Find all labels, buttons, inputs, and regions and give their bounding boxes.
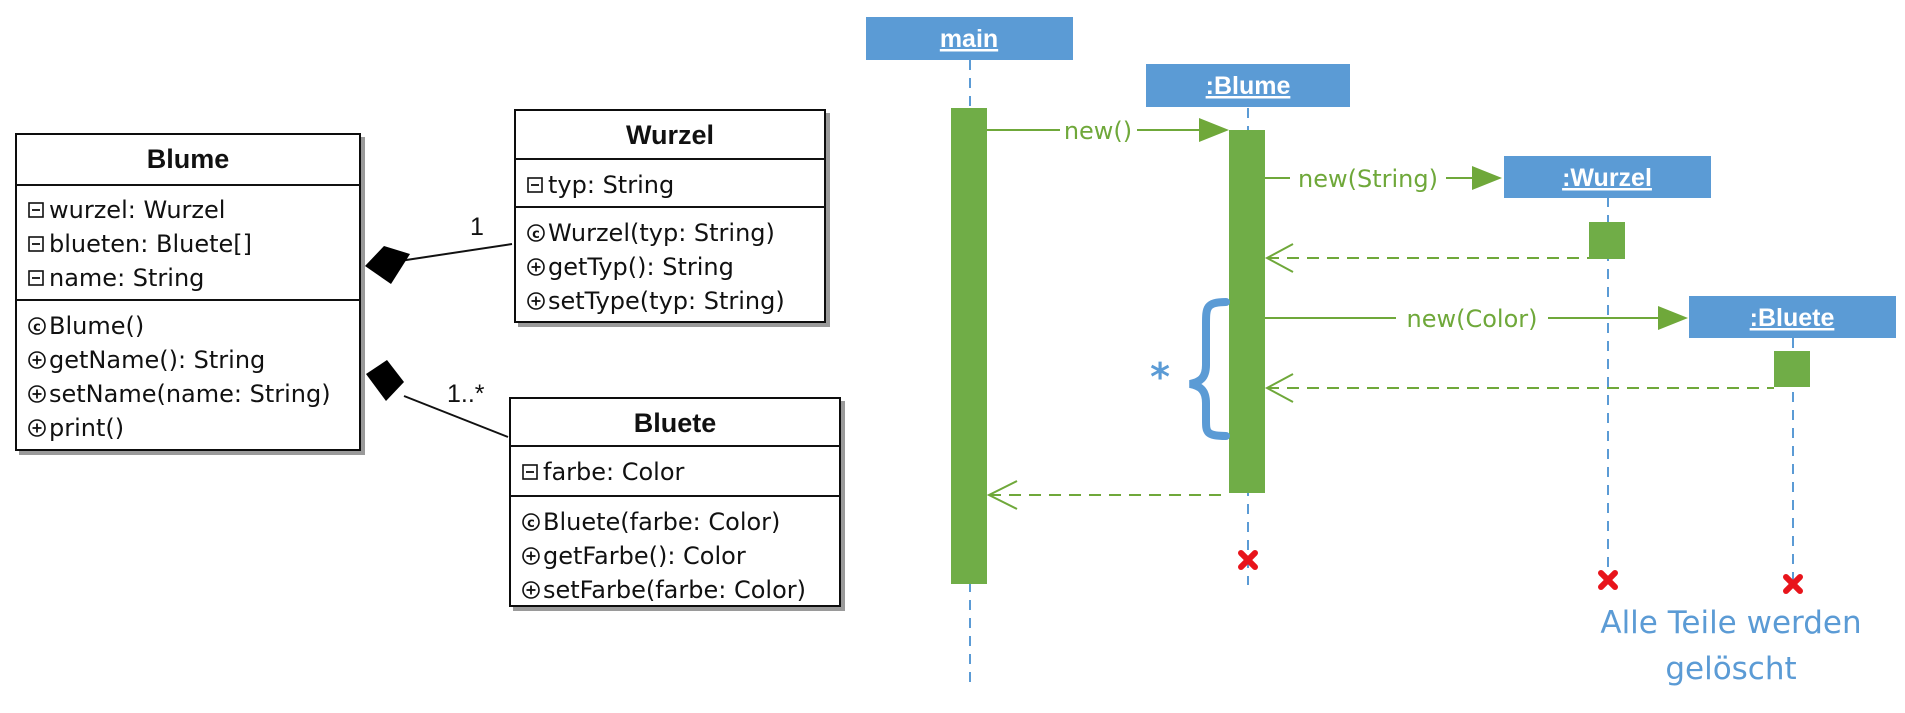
- attribute-row: blueten: Bluete[]: [49, 230, 252, 258]
- methods-wurzel: c Wurzel(typ: String) getTyp(): String setT…: [527, 219, 785, 315]
- svg-text:c: c: [527, 516, 535, 531]
- method-row: setType(typ: String): [548, 287, 785, 315]
- constructor-icon: c: [527, 224, 545, 242]
- attributes-blume: wurzel: Wurzel blueten: Bluete[] name: Str…: [28, 196, 252, 292]
- class-title-wurzel: Wurzel: [626, 120, 714, 150]
- method-row: getFarbe(): Color: [543, 542, 746, 570]
- methods-blume: c Blume() getName(): String setName(name: S…: [28, 312, 331, 442]
- message-label-new-wurzel: new(String): [1298, 165, 1438, 193]
- class-wurzel: Wurzel typ: String c Wurzel(typ: String) g…: [514, 109, 826, 323]
- destroy-note-line-1: Alle Teile werden: [1600, 605, 1861, 641]
- public-method-icon: [28, 351, 46, 369]
- return-main: [986, 480, 1229, 510]
- class-title-bluete: Bluete: [634, 408, 717, 438]
- destroy-wurzel-icon: [1598, 570, 1618, 590]
- lifeline-head-wurzel: :Wurzel: [1504, 156, 1711, 198]
- message-label-new-blume: new(): [1064, 117, 1132, 145]
- lifeline-label-blume: :Blume: [1206, 72, 1291, 100]
- private-field-icon: [28, 270, 44, 286]
- lifeline-label-main: main: [940, 25, 998, 53]
- composition-line-wurzel: [392, 243, 513, 263]
- public-method-icon: [28, 385, 46, 403]
- activation-blume: [1229, 130, 1265, 493]
- public-method-icon: [527, 292, 545, 310]
- private-field-icon: [522, 464, 538, 480]
- method-row: getName(): String: [49, 346, 265, 374]
- return-wurzel: [1264, 243, 1589, 273]
- method-row: setName(name: String): [49, 380, 331, 408]
- composition-diamond-bluete: [366, 360, 404, 401]
- method-row: getTyp(): String: [548, 253, 734, 281]
- activation-wurzel: [1589, 222, 1625, 259]
- attribute-row: wurzel: Wurzel: [49, 196, 225, 224]
- public-method-icon: [522, 547, 540, 565]
- public-method-icon: [527, 258, 545, 276]
- constructor-icon: c: [28, 317, 46, 335]
- arrowhead-new-wurzel: [1472, 166, 1502, 190]
- method-row: Blume(): [49, 312, 144, 340]
- svg-text:c: c: [33, 320, 41, 335]
- method-row: Bluete(farbe: Color): [543, 508, 780, 536]
- private-field-icon: [28, 202, 44, 218]
- composition-diamond-wurzel: [365, 246, 410, 284]
- attributes-bluete: farbe: Color: [522, 458, 685, 486]
- lifeline-head-blume: :Blume: [1146, 64, 1350, 107]
- return-arrowhead-main: [986, 480, 1018, 510]
- class-blume: Blume wurzel: Wurzel blueten: Bluete[] nam…: [15, 133, 361, 451]
- loop-brace-icon: [1189, 298, 1230, 440]
- multiplicity-wurzel: 1: [470, 213, 484, 241]
- attribute-row: name: String: [49, 264, 204, 292]
- attribute-row: farbe: Color: [543, 458, 685, 486]
- private-field-icon: [527, 177, 543, 193]
- loop-marker: *: [1150, 355, 1170, 399]
- lifeline-label-wurzel: :Wurzel: [1562, 164, 1652, 192]
- destroy-bluete-icon: [1783, 574, 1803, 594]
- activation-main: [951, 108, 987, 584]
- attributes-wurzel: typ: String: [527, 171, 674, 199]
- destroy-note-line-2: gelöscht: [1665, 651, 1796, 687]
- lifeline-head-main: main: [866, 17, 1073, 60]
- class-title-blume: Blume: [147, 144, 230, 174]
- method-row: Wurzel(typ: String): [548, 219, 775, 247]
- lifeline-label-bluete: :Bluete: [1750, 304, 1835, 332]
- message-label-new-bluete: new(Color): [1407, 305, 1538, 333]
- public-method-icon: [522, 581, 540, 599]
- method-row: setFarbe(farbe: Color): [543, 576, 806, 604]
- message-new-bluete: new(Color): [1265, 305, 1688, 333]
- return-arrowhead-wurzel: [1264, 243, 1294, 273]
- methods-bluete: c Bluete(farbe: Color) getFarbe(): Color se…: [522, 508, 806, 604]
- destroy-blume-icon: [1238, 550, 1258, 570]
- public-method-icon: [28, 419, 46, 437]
- composition-line-bluete: [403, 395, 509, 438]
- attribute-row: typ: String: [548, 171, 674, 199]
- multiplicity-bluete: 1..*: [447, 380, 485, 408]
- return-arrowhead-bluete: [1264, 373, 1294, 403]
- message-new-wurzel: new(String): [1265, 165, 1502, 193]
- message-new-blume: new(): [987, 117, 1229, 145]
- lifeline-head-bluete: :Bluete: [1689, 296, 1896, 338]
- activation-bluete: [1774, 351, 1810, 387]
- svg-text:c: c: [532, 227, 540, 242]
- private-field-icon: [28, 236, 44, 252]
- method-row: print(): [49, 414, 124, 442]
- constructor-icon: c: [522, 513, 540, 531]
- arrowhead-new-blume: [1199, 118, 1229, 142]
- arrowhead-new-bluete: [1658, 306, 1688, 330]
- class-bluete: Bluete farbe: Color c Bluete(farbe: Color…: [509, 397, 841, 607]
- return-bluete: [1264, 373, 1774, 403]
